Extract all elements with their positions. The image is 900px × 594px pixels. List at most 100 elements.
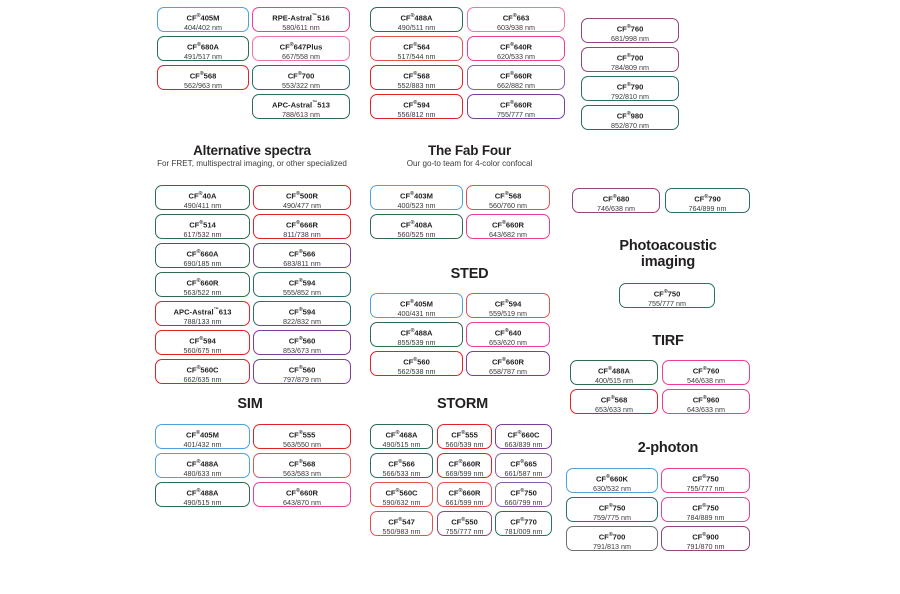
trademark-symbol: ® xyxy=(199,336,204,342)
dye-wavelengths: 560/675 nm xyxy=(183,345,222,355)
section-tirf: TIRF xyxy=(588,333,748,349)
dye-wavelengths: 653/620 nm xyxy=(489,337,527,347)
dye-wavelengths: 563/583 nm xyxy=(283,468,321,478)
trademark-symbol: ® xyxy=(398,517,403,523)
dye-wavelengths: 746/638 nm xyxy=(597,203,635,213)
trademark-symbol: ™ xyxy=(213,307,219,313)
dye-name: CF®666R xyxy=(285,220,319,230)
dye-name: CF®770 xyxy=(510,517,537,527)
dye-wavelengths: 683/811 nm xyxy=(283,258,321,268)
dye-name: CF®40A xyxy=(188,191,217,201)
dye-name: CF®514 xyxy=(189,220,216,230)
fab-four-subtitle: Our go-to team for 4-color confocal xyxy=(406,159,533,169)
trademark-symbol: ® xyxy=(510,71,514,77)
dye-name: CF®564 xyxy=(403,42,430,52)
dye-wavelengths: 580/611 nm xyxy=(282,22,320,32)
dye-wavelengths: 658/787 nm xyxy=(489,366,527,376)
dye-wavelengths: 404/402 nm xyxy=(184,22,222,32)
trademark-symbol: ® xyxy=(410,13,415,19)
dye-name: CF®665 xyxy=(510,459,537,469)
trademark-symbol: ® xyxy=(196,365,201,371)
dye-name: CF®566 xyxy=(388,459,415,469)
dye-name: CF®594 xyxy=(403,100,430,110)
dye-name: CF®594 xyxy=(288,307,316,317)
